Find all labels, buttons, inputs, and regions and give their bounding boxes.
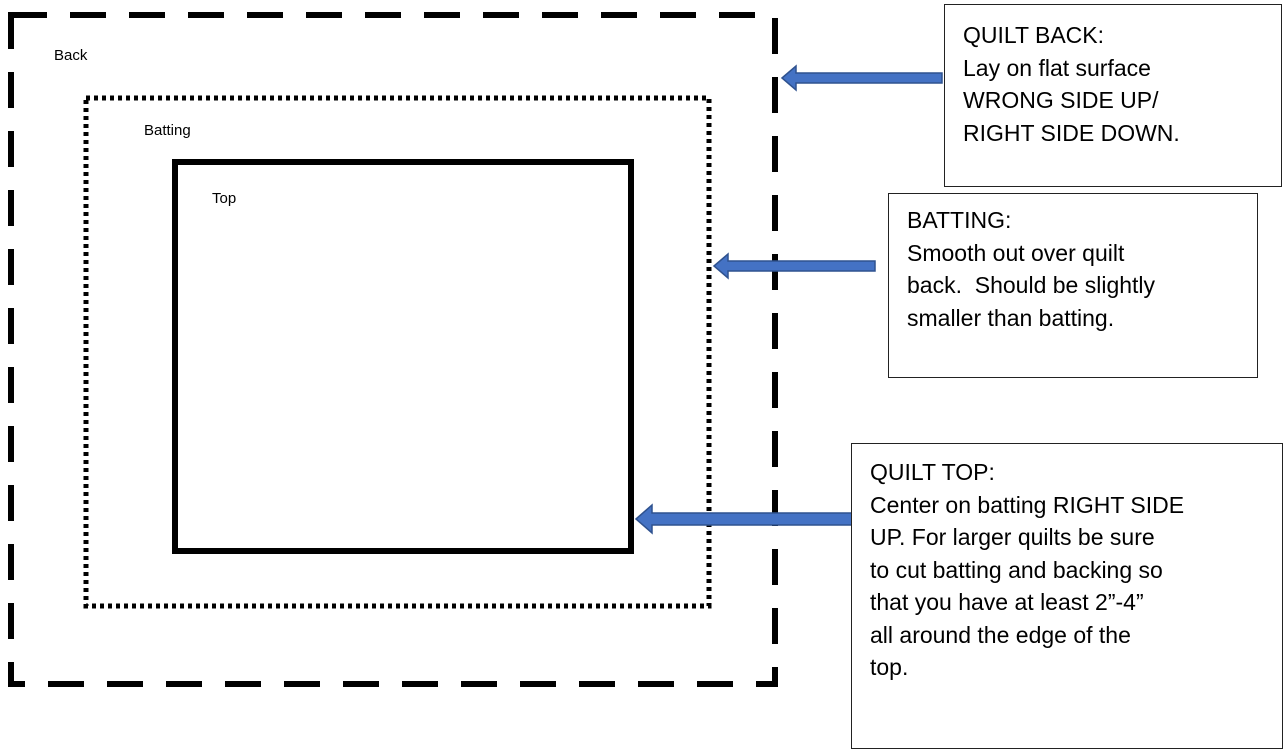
note-line: Center on batting RIGHT SIDE <box>870 491 1185 518</box>
quilt-top-note: QUILT TOP: Center on batting RIGHT SIDE … <box>851 443 1283 749</box>
note-heading: QUILT TOP: <box>870 459 995 485</box>
batting-note: BATTING: Smooth out over quilt back. Sho… <box>888 193 1258 378</box>
quilt-top-outline <box>172 159 634 554</box>
note-line: top. <box>870 654 909 680</box>
note-line: UP. For larger quilts be sure <box>870 524 1155 550</box>
note-line: Lay on flat surface <box>963 54 1151 81</box>
arrow-to-back <box>780 64 943 92</box>
note-line: back. Should be slightly <box>907 272 1156 298</box>
quilt-back-outline <box>8 12 778 687</box>
note-line: Smooth out over quilt <box>907 239 1125 266</box>
back-label: Back <box>54 47 88 64</box>
note-line: RIGHT SIDE DOWN. <box>963 119 1180 146</box>
note-line: to cut batting and backing so <box>870 556 1163 583</box>
arrow-to-top <box>634 503 853 535</box>
note-heading: BATTING: <box>907 207 1012 233</box>
note-line: all around the edge of the <box>870 621 1131 648</box>
note-line: that you have at least 2”-4” <box>870 589 1144 615</box>
quilt-back-note: QUILT BACK: Lay on flat surface WRONG SI… <box>944 4 1282 187</box>
note-heading: QUILT BACK: <box>963 22 1105 48</box>
arrow-to-batting <box>712 252 876 280</box>
note-line: WRONG SIDE UP/ <box>963 87 1159 113</box>
top-label: Top <box>212 190 236 207</box>
batting-label: Batting <box>144 122 191 139</box>
batting-outline <box>83 95 712 609</box>
note-line: smaller than batting. <box>907 304 1115 331</box>
